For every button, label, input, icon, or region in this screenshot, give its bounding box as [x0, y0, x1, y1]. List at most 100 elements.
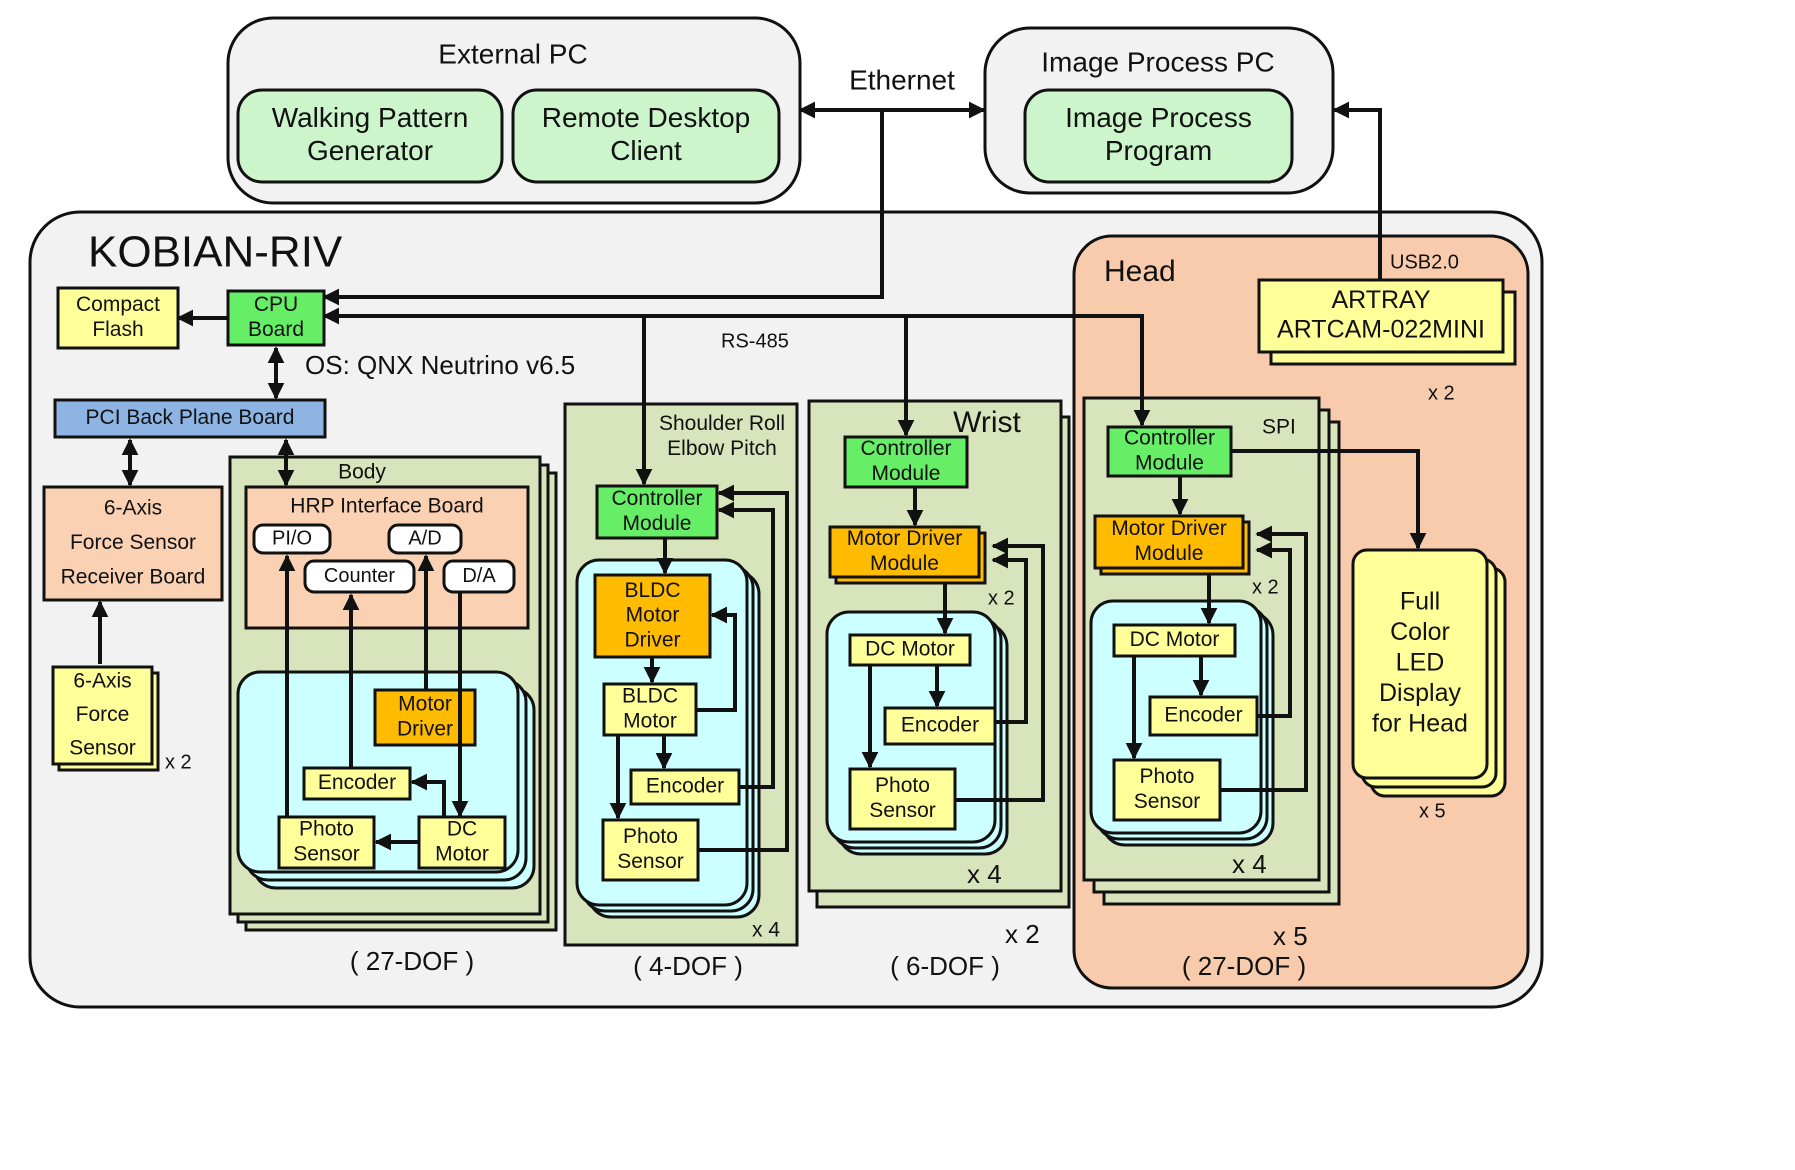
force-sensor-multiplier: x 2 [165, 751, 192, 773]
shoulder-photo-sensor [601, 818, 700, 882]
counter-port [303, 559, 416, 594]
head-encoder-feedback [1255, 541, 1292, 718]
ethernet-label: Ethernet [849, 64, 955, 95]
rs485-label: RS-485 [721, 330, 789, 352]
wrist-photo-feedback [955, 537, 1045, 802]
pio-port [252, 523, 332, 555]
head-dc-motor-label: DC Motor [1130, 628, 1220, 651]
body-encoder [302, 766, 412, 801]
body-dc-to-encoder [410, 773, 446, 817]
full-color-led-display [1351, 548, 1489, 780]
ad-port-label: A/D [408, 527, 441, 549]
shoulder-encoder-label: Encoder [646, 775, 724, 798]
pci-back-plane-board-label: PCI Back Plane Board [86, 406, 295, 429]
rs485-bus [322, 307, 1151, 427]
ethernet-to-cpu [322, 110, 884, 306]
wrist-motor-driver [828, 525, 981, 579]
shoulder-encoder-feedback [717, 501, 775, 789]
head-inner-multiplier: x 4 [1232, 849, 1267, 879]
wrist-driver-multiplier: x 2 [988, 587, 1015, 609]
body-dof: ( 27-DOF ) [350, 946, 474, 976]
bldc-motor-driver [593, 573, 712, 659]
head-driver-multiplier: x 2 [1252, 576, 1279, 598]
wrist-encoder [883, 706, 997, 746]
shoulder-controller [595, 484, 719, 540]
pci-back-plane-board [53, 398, 327, 439]
kobian-title: KOBIAN-RIV [88, 228, 343, 277]
body-photo-sensor [277, 815, 376, 870]
image-pc-title: Image Process PC [1041, 46, 1274, 77]
wrist-dc-motor [848, 633, 972, 667]
force-receiver-board [42, 485, 224, 602]
head-dc-motor [1112, 623, 1237, 658]
head-photo-feedback [1220, 525, 1308, 792]
remote-desktop-client [511, 88, 781, 184]
led-multiplier: x 5 [1419, 800, 1446, 822]
artray-camera [1257, 278, 1505, 354]
counter-port-label: Counter [324, 565, 395, 587]
head-encoder [1148, 695, 1259, 737]
compact-flash [56, 286, 180, 350]
external-pc-title: External PC [438, 38, 587, 69]
hrp-interface-label: HRP Interface Board [290, 495, 483, 518]
head-ctrl-to-led [1231, 449, 1427, 550]
body-title: Body [338, 461, 386, 484]
head-dof: ( 27-DOF ) [1182, 951, 1306, 981]
bldc-motor-feedback [696, 606, 737, 712]
wrist-outer-multiplier: x 2 [1005, 919, 1040, 949]
da-port [442, 559, 516, 594]
ad-port [387, 523, 463, 555]
shoulder-multiplier: x 4 [752, 919, 780, 942]
wrist-dof: ( 6-DOF ) [890, 951, 1000, 981]
da-port-label: D/A [462, 565, 496, 587]
head-motor-driver [1093, 514, 1245, 570]
image-process-program [1023, 88, 1294, 184]
head-photo-sensor [1112, 758, 1222, 822]
wrist-inner-multiplier: x 4 [967, 859, 1002, 889]
head-outer-multiplier: x 5 [1273, 921, 1308, 951]
usb-label: USB2.0 [1390, 251, 1459, 273]
camera-multiplier: x 2 [1428, 382, 1455, 404]
wrist-photo-sensor [848, 767, 957, 831]
os-label: OS: QNX Neutrino v6.5 [305, 350, 575, 380]
body-encoder-label: Encoder [318, 771, 396, 794]
head-title: Head [1104, 255, 1176, 288]
bldc-motor [602, 682, 698, 737]
wrist-dc-motor-label: DC Motor [865, 638, 955, 661]
pio-port-label: PI/O [272, 527, 312, 549]
force-sensor [51, 665, 154, 766]
wrist-encoder-label: Encoder [901, 714, 979, 737]
head-encoder-label: Encoder [1164, 704, 1242, 727]
wrist-encoder-feedback [991, 551, 1028, 724]
wrist-title: Wrist [953, 406, 1021, 439]
head-controller [1106, 425, 1233, 478]
shoulder-dof: ( 4-DOF ) [633, 951, 743, 981]
wrist-controller [843, 435, 969, 489]
walking-pattern-generator [236, 88, 504, 184]
usb-to-image-pc [1332, 101, 1382, 280]
spi-label: SPI [1262, 416, 1296, 439]
